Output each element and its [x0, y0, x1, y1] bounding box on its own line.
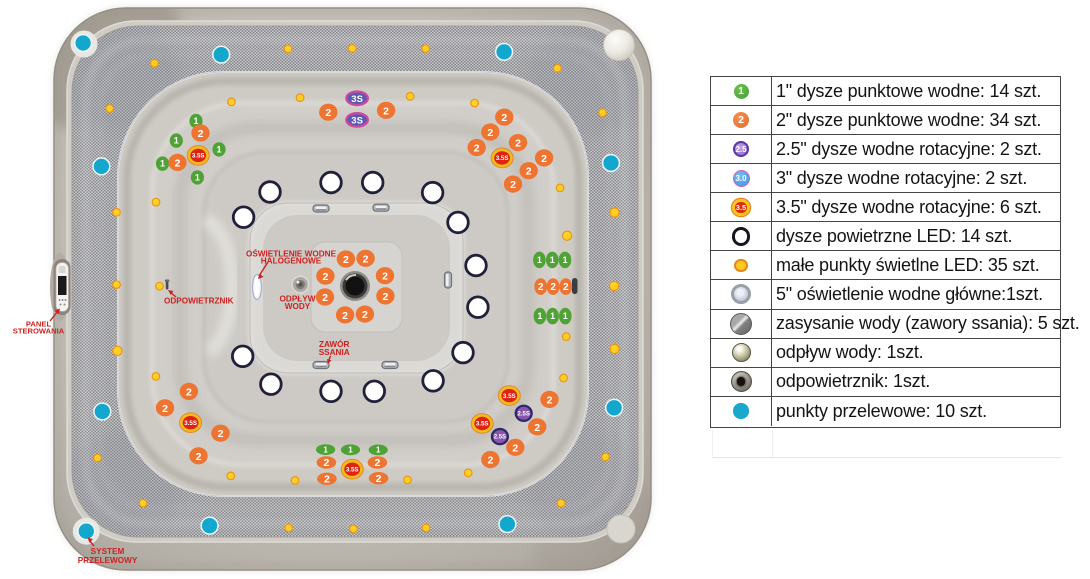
svg-text:2: 2 — [324, 473, 330, 485]
svg-text:3.5S: 3.5S — [192, 153, 205, 160]
svg-text:2: 2 — [487, 455, 493, 467]
svg-text:1: 1 — [323, 445, 328, 454]
svg-text:1: 1 — [550, 255, 555, 265]
svg-text:3.5S: 3.5S — [476, 421, 489, 428]
svg-text:2: 2 — [186, 386, 192, 398]
svg-text:3.5S: 3.5S — [496, 155, 509, 162]
svg-text:2: 2 — [322, 271, 328, 283]
svg-text:2: 2 — [541, 153, 547, 165]
svg-text:2: 2 — [362, 309, 368, 321]
svg-text:ODPOWIETRZNIK: ODPOWIETRZNIK — [164, 297, 234, 306]
svg-text:2: 2 — [322, 292, 328, 304]
svg-text:2: 2 — [198, 128, 204, 140]
svg-text:1: 1 — [216, 144, 221, 154]
svg-text:2.5S: 2.5S — [518, 411, 530, 417]
svg-text:OŚWIETLENIE WODNE: OŚWIETLENIE WODNE — [246, 247, 337, 258]
svg-text:SSANIA: SSANIA — [319, 348, 350, 357]
svg-text:1: 1 — [193, 116, 198, 126]
svg-text:2: 2 — [487, 127, 493, 139]
svg-text:1: 1 — [562, 255, 567, 265]
svg-text:PRZELEWOWY: PRZELEWOWY — [78, 556, 138, 565]
svg-text:2: 2 — [383, 105, 389, 117]
svg-text:1: 1 — [537, 255, 542, 265]
svg-text:1: 1 — [563, 311, 568, 321]
svg-text:2: 2 — [547, 394, 553, 406]
svg-text:2: 2 — [382, 271, 388, 283]
svg-text:2: 2 — [162, 403, 168, 415]
svg-text:HALOGENOWE: HALOGENOWE — [261, 257, 322, 266]
svg-text:1: 1 — [376, 446, 381, 455]
svg-text:2: 2 — [376, 473, 382, 485]
svg-text:2.5S: 2.5S — [494, 435, 506, 441]
svg-text:3.5S: 3.5S — [346, 466, 359, 473]
svg-text:1: 1 — [174, 136, 179, 146]
svg-text:3.5S: 3.5S — [503, 393, 516, 400]
svg-text:PANEL: PANEL — [26, 320, 52, 329]
svg-text:2: 2 — [325, 107, 331, 119]
svg-text:2: 2 — [218, 428, 224, 440]
svg-text:1: 1 — [537, 311, 542, 321]
svg-text:SYSTEM: SYSTEM — [91, 547, 125, 556]
svg-text:2: 2 — [374, 457, 380, 469]
svg-text:2: 2 — [515, 138, 521, 150]
svg-text:1: 1 — [160, 159, 165, 169]
svg-text:2: 2 — [512, 442, 518, 454]
svg-text:2: 2 — [343, 254, 349, 266]
svg-text:2: 2 — [563, 282, 569, 293]
svg-text:2: 2 — [501, 112, 507, 124]
svg-text:2: 2 — [550, 282, 556, 293]
svg-text:2: 2 — [534, 422, 540, 434]
svg-text:2: 2 — [363, 253, 369, 265]
svg-text:3S: 3S — [351, 116, 363, 127]
svg-text:2: 2 — [510, 179, 516, 191]
svg-text:2: 2 — [526, 166, 532, 178]
svg-text:ODPŁYW: ODPŁYW — [280, 295, 316, 304]
svg-text:2: 2 — [538, 282, 544, 293]
svg-text:1: 1 — [195, 172, 200, 182]
svg-text:2: 2 — [196, 451, 202, 463]
svg-text:WODY: WODY — [285, 302, 311, 311]
svg-text:2: 2 — [382, 291, 388, 303]
svg-text:1: 1 — [348, 446, 353, 455]
svg-text:2: 2 — [342, 310, 348, 322]
svg-text:2: 2 — [323, 457, 329, 469]
svg-text:2: 2 — [474, 143, 480, 155]
svg-text:3.5S: 3.5S — [184, 420, 197, 427]
svg-text:STEROWANIA: STEROWANIA — [13, 327, 65, 336]
svg-text:3S: 3S — [351, 94, 363, 105]
svg-text:1: 1 — [550, 311, 555, 321]
svg-text:2: 2 — [175, 157, 181, 169]
svg-text:ZAWÓR: ZAWÓR — [319, 338, 350, 349]
